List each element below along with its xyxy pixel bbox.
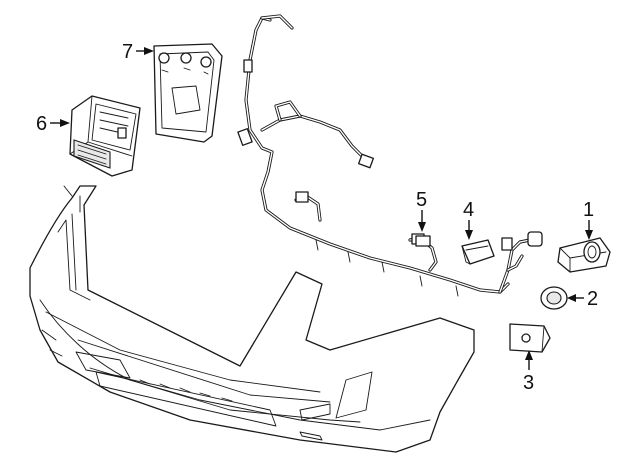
part-2-grommet — [540, 286, 568, 310]
part-6-module — [69, 95, 141, 177]
callout-label-4: 4 — [463, 199, 474, 221]
bumper-cover — [29, 185, 475, 453]
part-7-bracket — [153, 43, 223, 143]
callout-label-2: 2 — [587, 288, 598, 310]
callout-label-1: 1 — [583, 199, 594, 221]
part-5-connector — [415, 235, 431, 247]
part-4-module — [461, 239, 495, 265]
callout-6: 6 — [36, 113, 70, 135]
callout-label-3: 3 — [523, 372, 534, 394]
callout-label-5: 5 — [416, 189, 427, 211]
wiring-harness — [237, 14, 543, 297]
callout-label-6: 6 — [36, 113, 47, 135]
part-1-sensor — [557, 237, 611, 273]
callout-5: 5 — [416, 189, 427, 232]
callout-1: 1 — [583, 199, 594, 240]
part-3-retainer — [509, 323, 551, 353]
callout-7: 7 — [122, 41, 154, 63]
callout-label-7: 7 — [122, 41, 133, 63]
callout-2: 2 — [567, 288, 598, 310]
callout-4: 4 — [463, 199, 474, 240]
callout-3: 3 — [523, 350, 534, 394]
